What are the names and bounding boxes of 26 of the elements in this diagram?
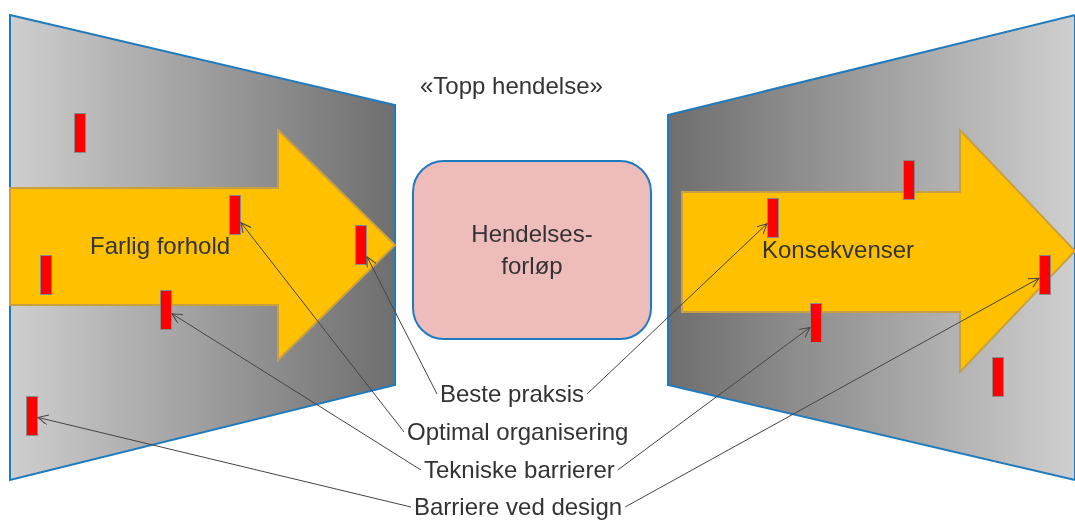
barrier-bar [74,113,86,153]
barrier-label: Tekniske barrierer [424,456,615,484]
leader-line [586,223,768,395]
barrier-bar [1039,255,1051,295]
barrier-bar [992,357,1004,397]
barrier-bar [40,255,52,295]
top-event-label: «Topp hendelse» [420,72,603,100]
barrier-bar [767,198,779,238]
barrier-label: Barriere ved design [414,493,623,521]
leader-line [624,277,1040,508]
arrow-label: Konsekvenser [762,236,915,264]
barrier-bar [160,290,172,330]
leader-line [171,313,422,471]
barrier-bar [810,303,822,343]
barrier-label: Optimal organisering [407,418,629,446]
arrow-label: Farlig forhold [90,232,231,260]
leader-line [617,326,811,471]
barrier-bar [229,195,241,235]
leader-line [366,256,438,395]
leader-line [240,222,405,433]
barrier-bar [355,225,367,265]
leader-line [37,414,412,508]
event-box: Hendelses- forløp [412,160,652,340]
barrier-bar [903,160,915,200]
barrier-label: Beste praksis [440,380,585,408]
barrier-bar [26,396,38,436]
